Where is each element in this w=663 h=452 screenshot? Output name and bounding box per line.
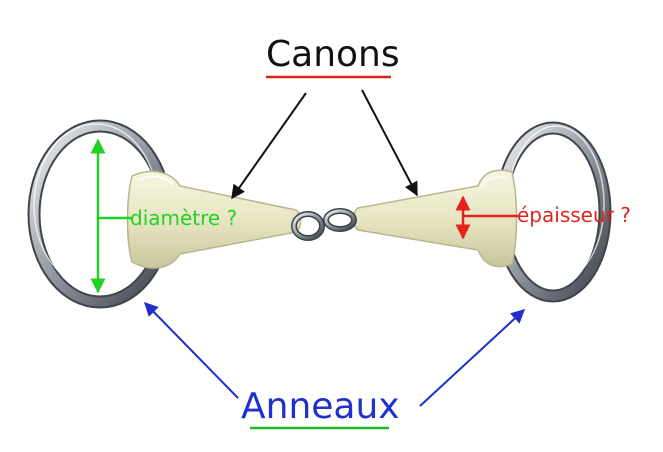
label-canons: Canons [266,34,400,75]
arrow-to-right-ring [419,309,526,407]
arrow-to-right-canon [361,89,418,197]
center-link [291,208,357,241]
label-diameter: diamètre ? [130,206,238,230]
left-mouthpiece [126,170,302,269]
arrow-to-left-ring [144,301,239,399]
arrow-to-left-canon [231,92,307,200]
right-mouthpiece [352,169,518,268]
label-anneaux: Anneaux [241,386,400,427]
label-thickness: épaisseur ? [517,203,631,227]
